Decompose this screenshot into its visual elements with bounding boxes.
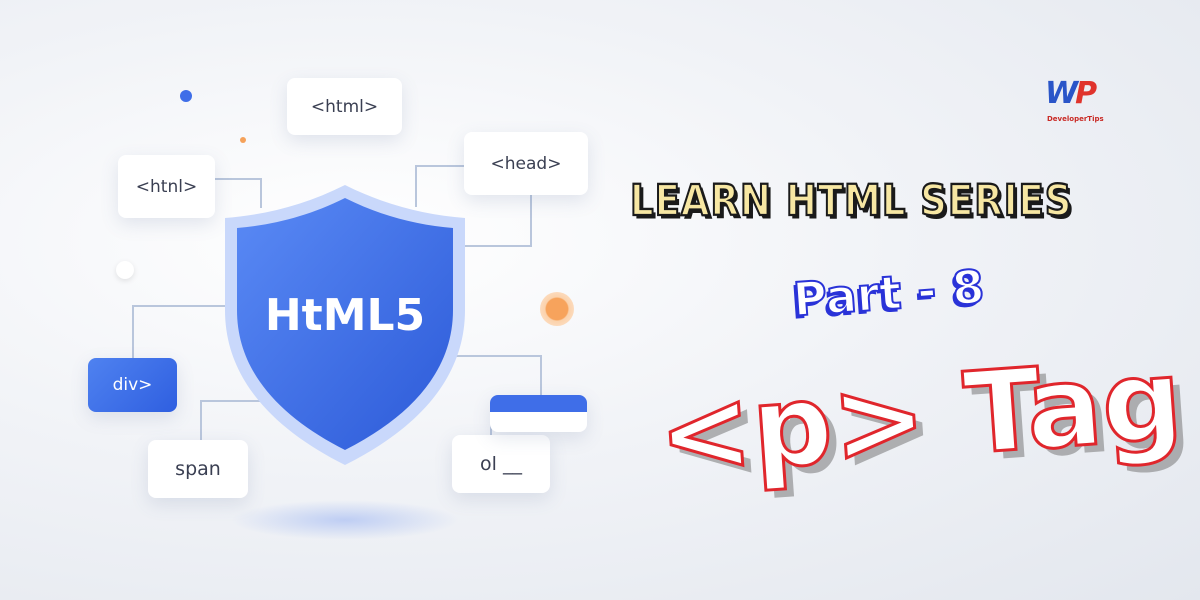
series-title: LEARN HTML SERIES <box>629 175 1073 226</box>
orange-ring-dot <box>540 292 574 326</box>
card-span: span <box>148 440 248 498</box>
white-dot <box>116 261 134 279</box>
connector-line <box>440 355 542 397</box>
tag-title: <p> Tag <box>653 333 1188 502</box>
blue-dot <box>180 90 192 102</box>
card-div: div> <box>88 358 177 412</box>
connector-line <box>215 178 262 208</box>
connector-line <box>200 400 262 442</box>
logo-wp-icon: WP <box>1045 76 1097 111</box>
orange-dot <box>240 137 246 143</box>
card-ol: ol __ <box>452 435 550 493</box>
part-number: Part - 8 <box>790 258 987 327</box>
shield-glow <box>230 500 460 540</box>
card-blue-bar <box>490 395 587 432</box>
logo: WP DeveloperTips <box>1045 78 1125 128</box>
card-head: <head> <box>464 132 588 195</box>
connector-line <box>440 195 532 247</box>
connector-line <box>415 165 465 207</box>
shield-icon <box>225 185 465 465</box>
card-html-left: <htnl> <box>118 155 215 218</box>
shield-label: HtML5 <box>264 290 426 341</box>
logo-caption: DeveloperTips <box>1047 115 1104 123</box>
card-html-top: <html> <box>287 78 402 135</box>
connector-line <box>132 305 234 360</box>
blue-bar <box>490 395 587 412</box>
